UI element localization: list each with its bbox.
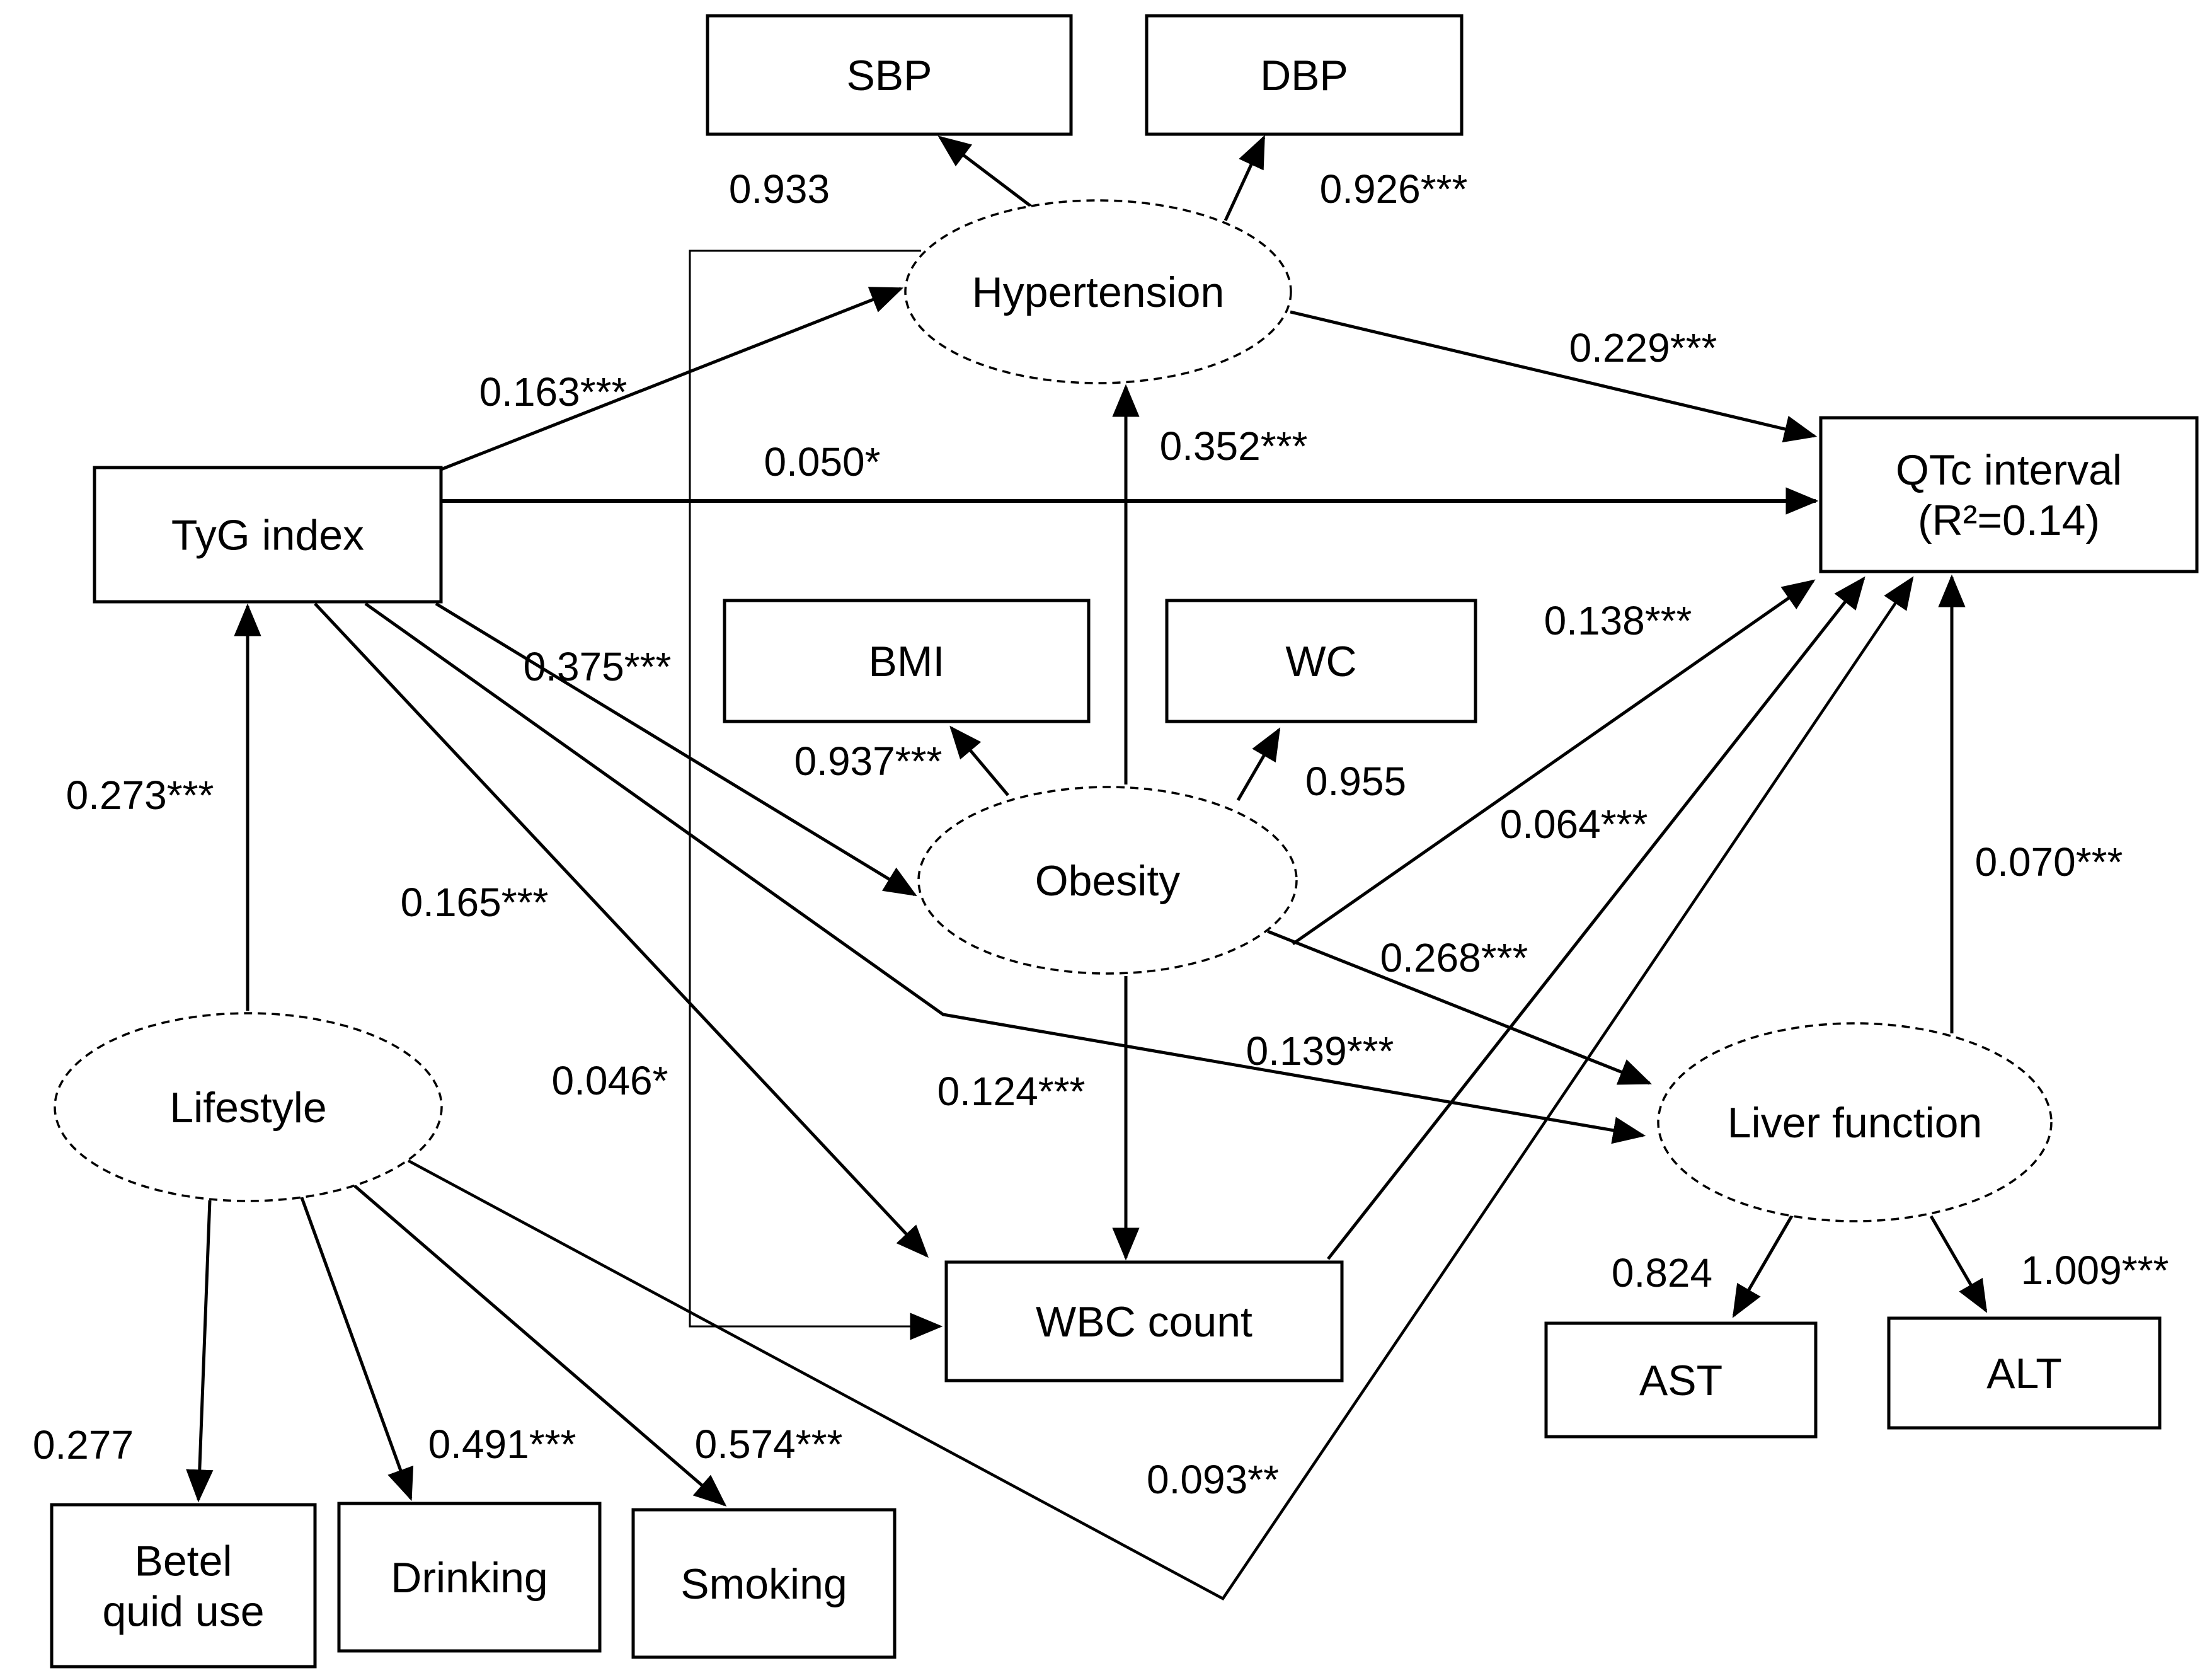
coefficient-tyg-hyp: 0.163*** bbox=[479, 369, 627, 415]
bmi-box bbox=[723, 599, 1091, 723]
betel-label: Betel bbox=[135, 1537, 232, 1585]
coefficient-life-betel: 0.277 bbox=[33, 1422, 134, 1468]
smoke-box bbox=[631, 1508, 897, 1659]
coefficient-life-qtc: 0.093** bbox=[1147, 1457, 1279, 1502]
path-arrow-tyg-liv bbox=[364, 602, 1646, 1144]
node-ast: AST bbox=[1544, 1321, 1818, 1439]
ast-box bbox=[1544, 1321, 1818, 1439]
qtc-label: (R²=0.14) bbox=[1918, 497, 2100, 544]
path-arrow-life-drink bbox=[299, 1195, 414, 1502]
coefficient-life-smoke: 0.574*** bbox=[695, 1422, 843, 1467]
node-wc: WC bbox=[1165, 599, 1477, 723]
path-arrow-life-qtc bbox=[407, 576, 1914, 1600]
node-tyg: TyG index bbox=[93, 466, 443, 604]
dbp-label: DBP bbox=[1260, 52, 1348, 100]
edges-layer bbox=[186, 135, 1988, 1600]
node-drink: Drinking bbox=[337, 1502, 602, 1653]
coefficient-tyg-obe: 0.375*** bbox=[524, 644, 672, 689]
wc-label: WC bbox=[1285, 638, 1356, 686]
path-arrow-obe-wc bbox=[1236, 727, 1281, 802]
coefficient-hyp-qtc: 0.229*** bbox=[1569, 325, 1717, 371]
coefficient-liv-qtc: 0.070*** bbox=[1975, 839, 2123, 885]
coefficient-obe-wbc: 0.124*** bbox=[937, 1069, 1086, 1114]
qtc-label: QTc interval bbox=[1896, 446, 2122, 494]
wbc-label: WBC count bbox=[1036, 1298, 1252, 1346]
path-arrow-tyg-obe bbox=[435, 602, 917, 897]
coefficient-obe-bmi: 0.937*** bbox=[794, 738, 943, 784]
node-wbc: WBC count bbox=[944, 1260, 1344, 1382]
sbp-label: SBP bbox=[846, 52, 932, 100]
coefficient-labels-layer: 0.933 0.926*** 0.163*** 0.050* 0.229*** 0.352… bbox=[33, 166, 2169, 1502]
bmi-label: BMI bbox=[869, 638, 945, 686]
path-arrow-hyp-sbp bbox=[937, 135, 1034, 209]
life-ellipse bbox=[54, 1012, 443, 1202]
coefficient-life-tyg: 0.273*** bbox=[66, 773, 214, 818]
liv-ellipse bbox=[1657, 1022, 2053, 1222]
path-arrow-hyp-qtc bbox=[1290, 310, 1818, 443]
hyp-label: Hypertension bbox=[972, 268, 1225, 316]
coefficient-liv-alt: 1.009*** bbox=[2021, 1248, 2169, 1293]
coefficient-wbc-qtc: 0.064*** bbox=[1500, 802, 1648, 847]
node-sbp: SBP bbox=[706, 14, 1073, 136]
obe-ellipse bbox=[917, 786, 1298, 975]
coefficient-life-drink: 0.491*** bbox=[428, 1422, 576, 1467]
alt-box bbox=[1887, 1316, 2162, 1430]
qtc-box bbox=[1819, 416, 2199, 573]
path-arrow-life-smoke bbox=[349, 1181, 727, 1507]
coefficient-obe-qtc: 0.138*** bbox=[1544, 598, 1692, 643]
coefficient-obe-liv: 0.268*** bbox=[1380, 935, 1528, 980]
alt-label: ALT bbox=[1986, 1350, 2062, 1398]
path-arrow-hyp-dbp bbox=[1223, 135, 1266, 222]
node-obe: Obesity bbox=[917, 786, 1298, 975]
coefficient-hyp-wbc: 0.046* bbox=[551, 1058, 668, 1103]
path-arrow-tyg-hyp bbox=[440, 287, 904, 471]
coefficient-liv-ast: 0.824 bbox=[1612, 1250, 1712, 1296]
tyg-label: TyG index bbox=[171, 512, 364, 560]
coefficient-tyg-wbc: 0.165*** bbox=[401, 880, 549, 925]
hyp-ellipse bbox=[904, 199, 1292, 384]
node-life: Lifestyle bbox=[54, 1012, 443, 1202]
path-arrow-hyp-wbc bbox=[689, 250, 943, 1340]
path-arrow-obe-bmi bbox=[949, 725, 1009, 796]
path-arrow-life-betel bbox=[186, 1200, 214, 1503]
coefficient-tyg-liv: 0.139*** bbox=[1246, 1028, 1394, 1074]
path-arrow-tyg-wbc bbox=[314, 602, 929, 1258]
path-arrow-obe-qtc bbox=[1292, 579, 1816, 946]
path-arrow-liv-ast bbox=[1732, 1214, 1794, 1318]
node-liv: Liver function bbox=[1657, 1022, 2053, 1222]
betel-box bbox=[50, 1503, 317, 1669]
node-smoke: Smoking bbox=[631, 1508, 897, 1659]
coefficient-tyg-qtc: 0.050* bbox=[764, 439, 880, 485]
coefficient-obe-hyp: 0.352*** bbox=[1160, 423, 1308, 469]
nodes-layer: SBP DBP TyG index QTc interval(R²=0.14) BMI W… bbox=[50, 14, 2199, 1669]
liv-label: Liver function bbox=[1728, 1099, 1982, 1147]
betel-label: quid use bbox=[102, 1588, 264, 1636]
drink-box bbox=[337, 1502, 602, 1653]
ast-label: AST bbox=[1639, 1357, 1722, 1405]
wbc-box bbox=[944, 1260, 1344, 1382]
node-qtc: QTc interval(R²=0.14) bbox=[1819, 416, 2199, 573]
dbp-box bbox=[1145, 14, 1464, 136]
path-arrow-obe-liv bbox=[1267, 929, 1653, 1085]
smoke-label: Smoking bbox=[680, 1560, 847, 1608]
coefficient-hyp-sbp: 0.933 bbox=[729, 166, 830, 212]
life-label: Lifestyle bbox=[169, 1084, 326, 1132]
node-hyp: Hypertension bbox=[904, 199, 1292, 384]
sbp-box bbox=[706, 14, 1073, 136]
node-dbp: DBP bbox=[1145, 14, 1464, 136]
node-alt: ALT bbox=[1887, 1316, 2162, 1430]
path-arrow-liv-alt bbox=[1929, 1215, 1988, 1313]
coefficient-hyp-dbp: 0.926*** bbox=[1320, 166, 1468, 212]
tyg-box bbox=[93, 466, 443, 604]
drink-label: Drinking bbox=[391, 1554, 547, 1602]
node-bmi: BMI bbox=[723, 599, 1091, 723]
obe-label: Obesity bbox=[1035, 857, 1181, 905]
path-arrow-wbc-qtc bbox=[1327, 576, 1865, 1260]
wc-box bbox=[1165, 599, 1477, 723]
coefficient-obe-wc: 0.955 bbox=[1305, 759, 1406, 804]
